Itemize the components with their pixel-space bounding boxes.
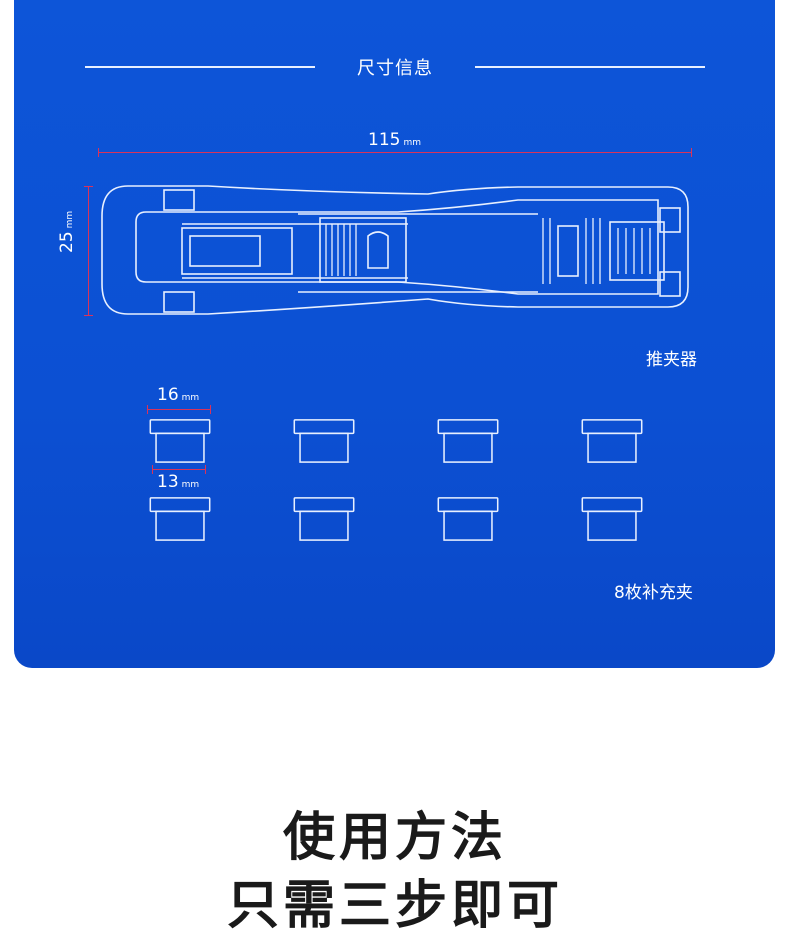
title-rule-left [85, 66, 315, 68]
clip-pusher-illustration [101, 185, 689, 315]
clip-width-line [147, 405, 211, 414]
refill-clip [149, 419, 211, 463]
pusher-nose-top [659, 207, 681, 233]
clip-width-value: 16 [157, 385, 179, 405]
height-unit: mm [65, 210, 75, 229]
device-caption: 推夹器 [646, 350, 697, 370]
refill-clip [149, 497, 211, 541]
section-title: 尺寸信息 [357, 58, 433, 79]
usage-heading: 使用方法 [282, 808, 507, 868]
pusher-bottom-tab [163, 291, 195, 313]
pusher-slider [319, 217, 407, 283]
length-value: 115 [368, 130, 401, 150]
pusher-body-outline [101, 185, 689, 315]
usage-subheading: 只需三步即可 [226, 876, 563, 936]
clips-caption: 8枚补充夹 [614, 583, 693, 603]
pusher-slot-left-inner [189, 235, 261, 267]
pusher-slider-ribs [325, 224, 357, 276]
refill-clip [437, 497, 499, 541]
pusher-inner-outline [135, 199, 659, 295]
clip-inner-unit: mm [181, 480, 200, 490]
height-dimension-label: 25 mm [57, 211, 77, 253]
refill-clip [581, 497, 643, 541]
height-dimension-line [84, 186, 93, 316]
length-unit: mm [403, 138, 421, 148]
length-dimension-line [98, 148, 692, 157]
pusher-window [557, 225, 579, 277]
refill-clip [293, 419, 355, 463]
refill-clip [293, 497, 355, 541]
clip-width-unit: mm [181, 393, 200, 403]
pusher-grip-ribs [542, 218, 651, 284]
refill-clip [581, 419, 643, 463]
pusher-thumb-notch [367, 231, 389, 269]
pusher-top-tab [163, 189, 195, 211]
height-value: 25 [57, 231, 77, 253]
pusher-slot-left [181, 227, 293, 275]
refill-clip [437, 419, 499, 463]
pusher-front-clip [609, 221, 665, 281]
pusher-nose-bottom [659, 271, 681, 297]
title-rule-right [475, 66, 705, 68]
clip-inner-value: 13 [157, 472, 179, 492]
clip-inner-line [152, 465, 206, 474]
